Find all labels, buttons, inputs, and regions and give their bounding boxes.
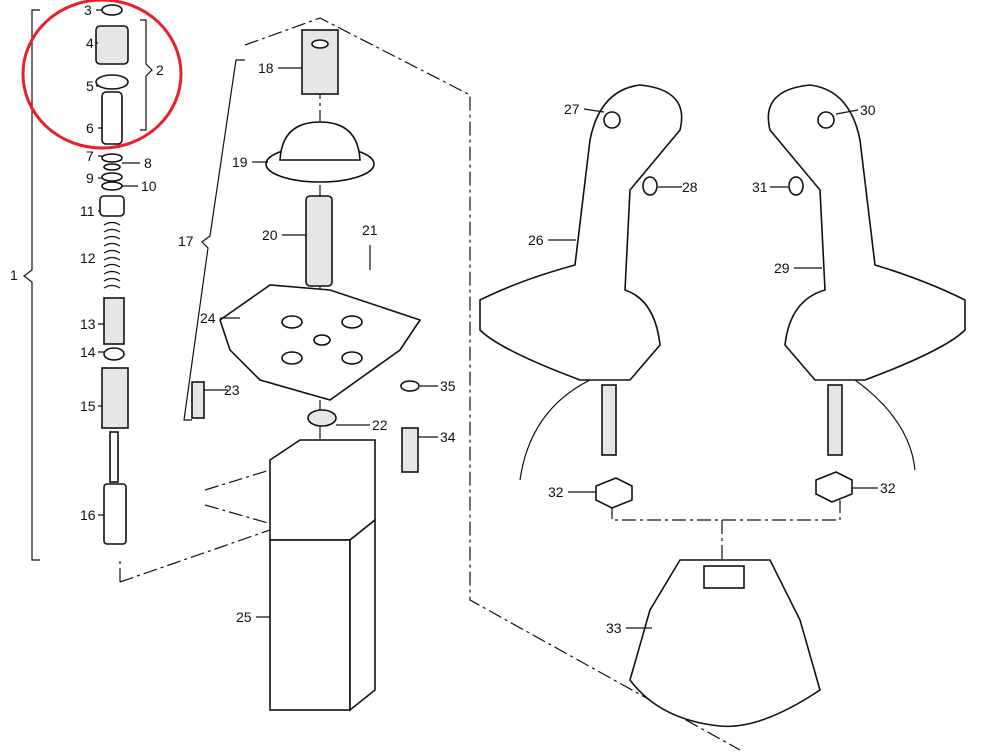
label-24: 24 (200, 310, 216, 326)
assembly-outline-bottom (611, 500, 841, 560)
label-2: 2 (156, 62, 164, 78)
label-25: 25 (236, 609, 252, 625)
label-11: 11 (80, 203, 95, 219)
label-13: 13 (80, 316, 96, 332)
assembly-outline-center (244, 17, 741, 751)
label-19: 19 (232, 154, 248, 170)
label-28: 28 (682, 179, 698, 195)
label-31: 31 (752, 179, 768, 195)
label-3: 3 (84, 2, 92, 18)
label-7: 7 (86, 148, 94, 164)
label-10: 10 (141, 178, 157, 194)
label-5: 5 (86, 78, 94, 94)
label-27: 27 (564, 101, 580, 117)
label-15: 15 (80, 398, 96, 414)
label-32-right: 32 (880, 480, 896, 496)
center-assembly (191, 29, 422, 712)
label-23: 23 (224, 382, 240, 398)
leader-lines (96, 9, 878, 629)
label-21: 21 (362, 222, 378, 238)
label-17: 17 (178, 233, 194, 249)
label-9: 9 (86, 170, 94, 186)
label-12: 12 (80, 250, 96, 266)
bracket-17 (183, 59, 245, 421)
label-8: 8 (144, 155, 152, 171)
bracket-1 (23, 9, 40, 561)
label-35: 35 (440, 378, 456, 394)
cartridge-stack (95, 4, 129, 545)
label-6: 6 (86, 120, 94, 136)
label-4: 4 (86, 35, 94, 51)
label-26: 26 (528, 232, 544, 248)
label-30: 30 (860, 102, 876, 118)
label-33: 33 (606, 620, 622, 636)
joystick-handles (479, 84, 966, 728)
label-32-left: 32 (548, 484, 564, 500)
label-22: 22 (372, 417, 388, 433)
label-18: 18 (258, 60, 274, 76)
label-29: 29 (774, 260, 790, 276)
bracket-2 (140, 19, 153, 131)
label-14: 14 (80, 344, 96, 360)
highlight-circle (21, 0, 183, 150)
label-20: 20 (262, 227, 278, 243)
assembly-outline-left (119, 529, 271, 583)
label-34: 34 (440, 429, 456, 445)
label-16: 16 (80, 507, 96, 523)
label-1: 1 (10, 267, 18, 283)
